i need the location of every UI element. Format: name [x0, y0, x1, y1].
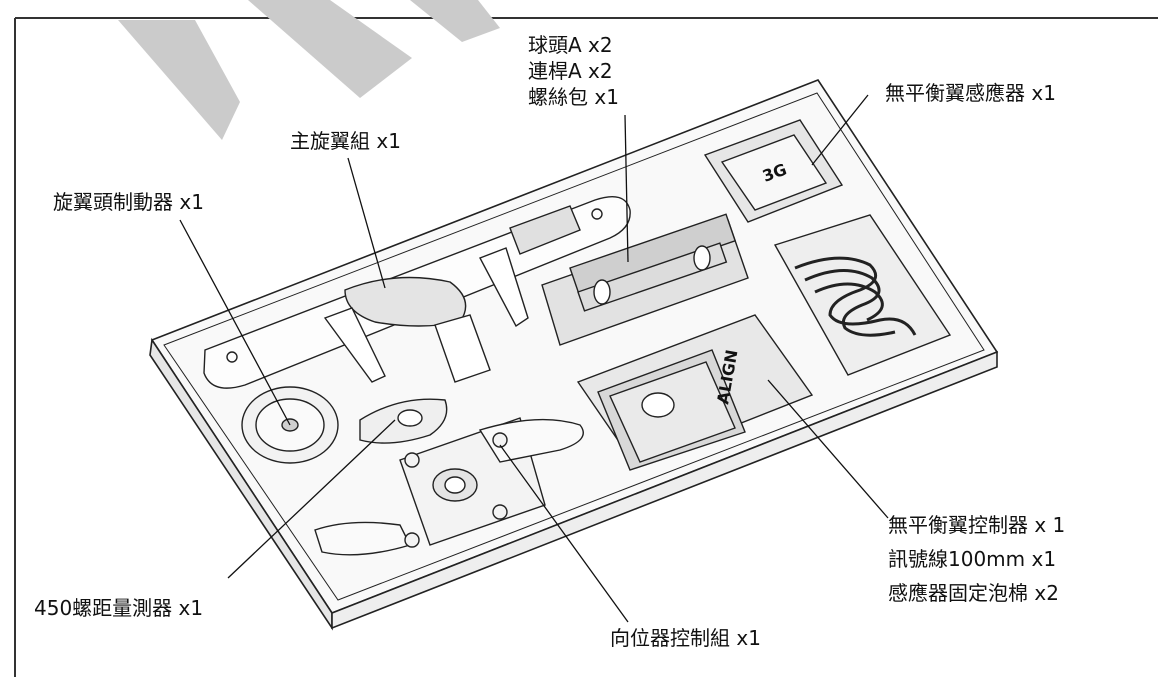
main-blade-label: 主旋翼組 x1: [290, 129, 401, 153]
servo-arm-part: [314, 417, 584, 556]
hardware-pack-recess: [541, 213, 749, 346]
gyro-sensor-label: 無平衡翼感應器 x1: [885, 81, 1056, 105]
main-blade-recess: [203, 196, 631, 389]
controller-label: 無平衡翼控制器 x 1 訊號線100mm x1 感應器固定泡棉 x2: [888, 508, 1065, 610]
hardware-pack-label: 球頭A x2 連桿A x2 螺絲包 x1: [528, 32, 619, 110]
rotor-brake-label: 旋翼頭制動器 x1: [53, 190, 204, 214]
controller-recess: ALIGN: [576, 314, 814, 471]
leader-lines: [179, 94, 889, 623]
tray: [149, 79, 999, 631]
signal-wire-recess: [773, 214, 952, 376]
screw-bag-label: 螺絲包 x1: [528, 85, 619, 109]
watermark: [118, 0, 500, 140]
gyro-sensor-recess: 3G: [703, 119, 844, 223]
sensor-foam-label: 感應器固定泡棉 x2: [888, 581, 1059, 605]
ball-end-label: 球頭A x2: [528, 33, 613, 57]
pitch-gauge-label: 450螺距量測器 x1: [34, 596, 204, 620]
servo-arm-label: 向位器控制組 x1: [610, 626, 761, 650]
signal-wire-label: 訊號線100mm x1: [888, 547, 1057, 571]
linkage-rod-label: 連桿A x2: [528, 59, 613, 83]
controller-unit-label: 無平衡翼控制器 x 1: [888, 513, 1066, 537]
